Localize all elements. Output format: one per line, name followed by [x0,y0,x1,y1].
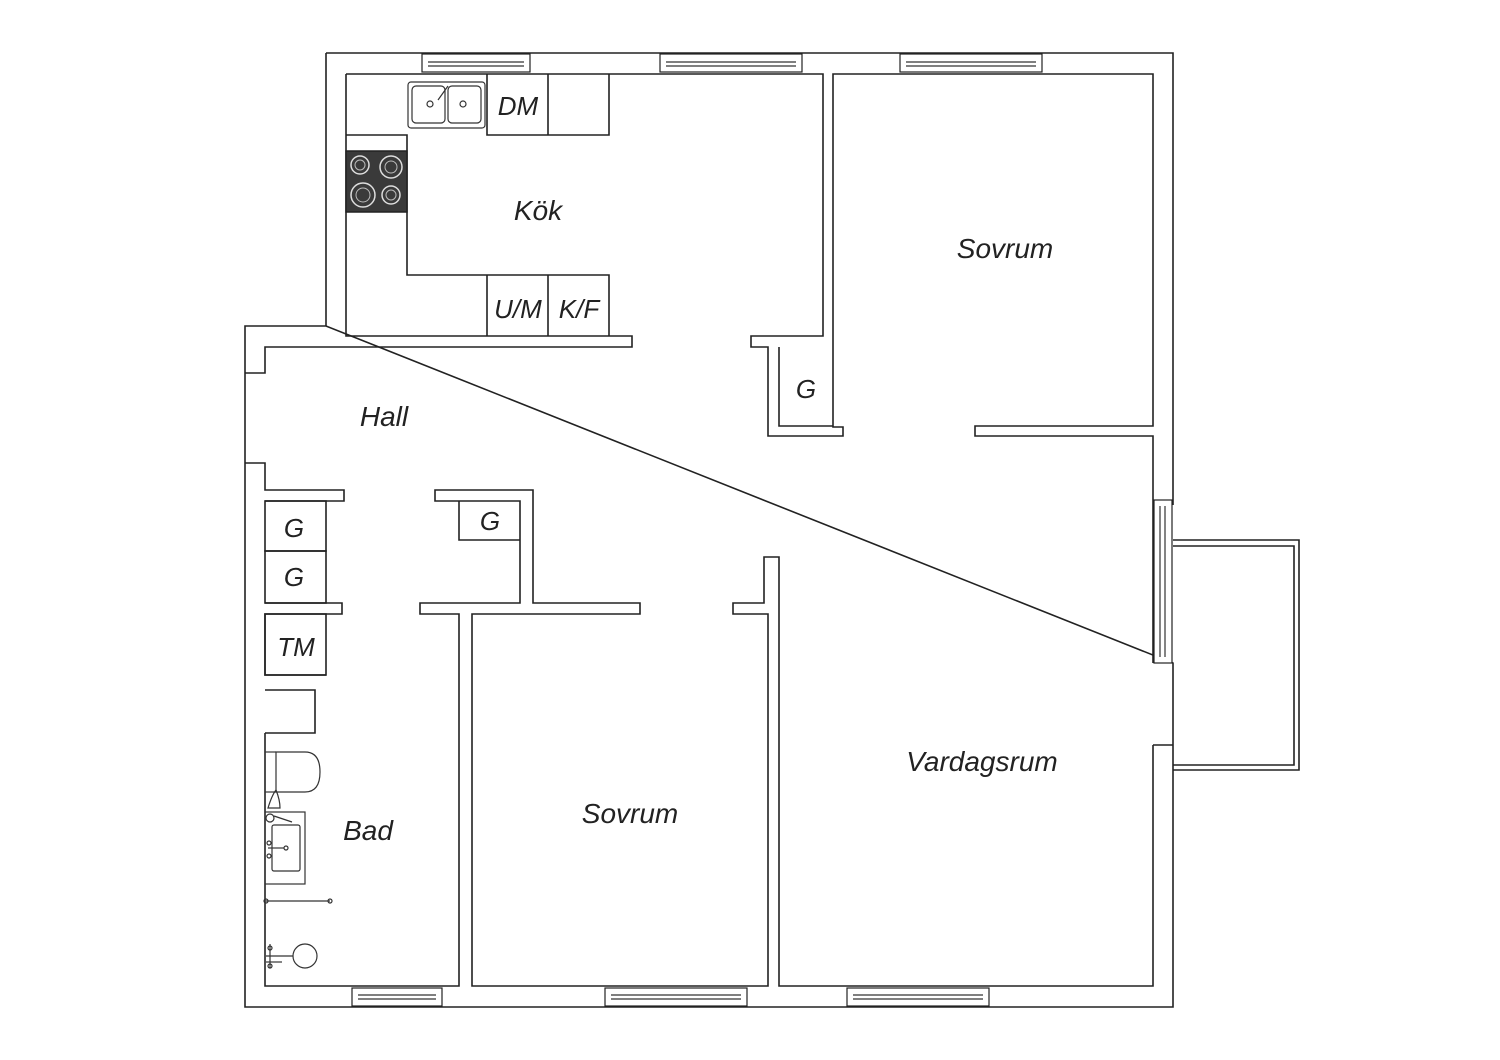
room-label-bedroom-bottom: Sovrum [582,798,678,829]
label-closet-entry-1: G [284,513,304,543]
outer-walls [244,52,1174,1008]
label-washer: TM [277,632,315,662]
windows [351,53,1173,1007]
window-bath [351,987,443,1007]
label-closet-kitchen: G [796,374,816,404]
kitchen-counters [346,74,610,336]
window-kitchen-1 [421,53,531,73]
window-bedroom-top [899,53,1043,73]
window-living [846,987,990,1007]
bath-sink-icon [264,811,306,885]
label-closet-entry-2: G [284,562,304,592]
room-label-bath: Bad [343,815,394,846]
toilet-icon [265,751,321,793]
label-closet-hall: G [480,506,500,536]
room-label-bedroom-top: Sovrum [957,233,1053,264]
hall-closets [264,347,833,676]
shower-head-icon [266,943,318,969]
label-dishwasher: DM [498,91,539,121]
window-bedroom-bottom [604,987,748,1007]
balcony [1153,539,1300,771]
balcony-door [1153,499,1173,664]
kitchen-sink-icon [407,81,486,129]
room-label-living: Vardagsrum [906,746,1057,777]
stove-icon [345,150,408,213]
label-fridge-freezer: K/F [559,294,602,324]
window-kitchen-2 [659,53,803,73]
shower-rail-icon [263,898,333,904]
label-oven-micro: U/M [494,294,542,324]
faucet-icon [265,788,293,823]
room-label-hall: Hall [360,401,409,432]
room-label-kitchen: Kök [514,195,564,226]
